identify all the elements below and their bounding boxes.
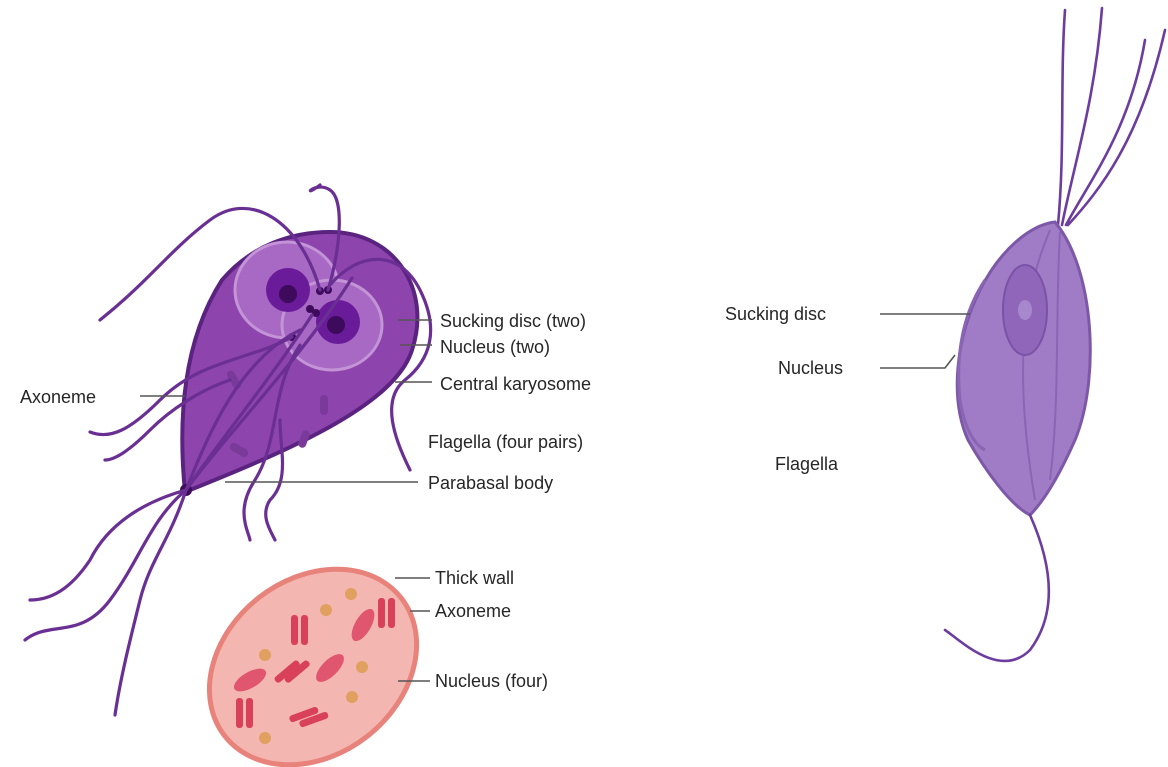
lateral-leaders (880, 314, 970, 368)
label-central-karyosome: Central karyosome (440, 374, 591, 394)
karyosome-right (327, 316, 345, 334)
label-nucleus-two: Nucleus (two) (440, 337, 550, 357)
label-lateral-flagella: Flagella (775, 454, 839, 474)
flagellum (115, 490, 186, 715)
karyosome-left (279, 285, 297, 303)
label-cyst-axoneme: Axoneme (435, 601, 511, 621)
label-lateral-nucleus: Nucleus (778, 358, 843, 378)
cyst (171, 529, 456, 767)
label-parabasal-body: Parabasal body (428, 473, 553, 493)
label-axoneme: Axoneme (20, 387, 96, 407)
flagellum (1066, 40, 1145, 225)
label-flagella-four-pairs: Flagella (four pairs) (428, 432, 583, 452)
lateral-karyosome (1018, 300, 1032, 320)
flagellum (25, 490, 186, 640)
label-lateral-sucking-disc: Sucking disc (725, 304, 826, 324)
label-sucking-disc-two: Sucking disc (two) (440, 311, 586, 331)
label-nucleus-four: Nucleus (four) (435, 671, 548, 691)
flagellum (1058, 10, 1065, 225)
lateral-view (945, 8, 1165, 661)
median-body (320, 395, 328, 415)
label-thick-wall: Thick wall (435, 568, 514, 588)
flagellum (945, 515, 1049, 661)
cyst-wall (171, 529, 456, 767)
